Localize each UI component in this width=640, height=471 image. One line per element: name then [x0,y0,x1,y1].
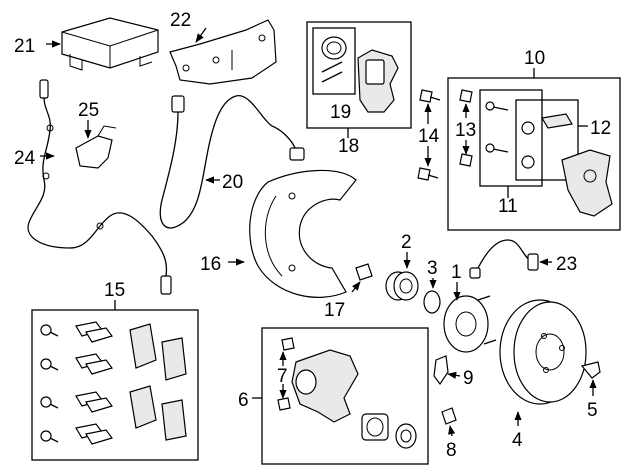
callout-15: 15 [104,280,125,301]
callout-17: 17 [324,300,345,321]
callout-23: 23 [556,254,577,275]
control-module-part [61,17,159,71]
pad-box-12 [515,99,579,181]
callout-18: 18 [338,136,359,157]
callout-22: 22 [170,10,191,31]
callout-21: 21 [14,36,35,57]
leader-9 [447,371,461,379]
bleeder-8 [441,407,457,425]
speed-sensor-cable-part [27,79,172,295]
bolt-kit-box-19 [312,27,356,95]
callout-10: 10 [524,48,545,69]
callout-25: 25 [78,100,99,121]
callout-4: 4 [512,430,523,451]
callout-13: 13 [455,120,476,141]
dust-shield-part [249,169,357,298]
callout-3: 3 [427,258,438,279]
bracket-part [169,19,277,85]
caliper-hardware-parts [485,101,613,217]
pad-kit-parts [40,321,187,445]
leader-22 [195,27,207,43]
hardware-box-11 [479,89,543,187]
callout-2: 2 [401,232,412,253]
caliper-box-6 [261,327,429,465]
bearing-part [385,271,419,301]
front-sensor-cable-part [159,95,305,229]
screw-5 [580,361,601,379]
callout-11: 11 [498,196,518,217]
callout-9: 9 [463,368,474,389]
bolt-17 [355,263,373,281]
caliper-kit-box-18 [306,21,412,129]
callout-7: 7 [277,366,288,387]
callout-14: 14 [418,126,440,147]
clip-part [75,125,117,169]
caliper-parts [277,337,417,449]
callout-24: 24 [14,148,36,169]
callout-8: 8 [446,440,457,461]
brake-hose-part [469,239,539,279]
callout-19: 19 [330,102,351,123]
callout-20: 20 [222,172,243,193]
callout-12: 12 [590,118,611,139]
callout-1: 1 [451,262,462,283]
callout-6: 6 [238,390,249,411]
leader-8 [448,425,456,437]
callout-5: 5 [587,400,598,421]
hub-part [443,295,497,353]
callout-16: 16 [200,254,221,275]
bolts-13-14 [417,89,473,181]
caliper-kit-parts [321,36,399,113]
snap-ring-part [423,290,441,314]
rotor-part [499,299,587,405]
leader-17 [351,281,361,293]
bracket-9 [433,355,449,386]
